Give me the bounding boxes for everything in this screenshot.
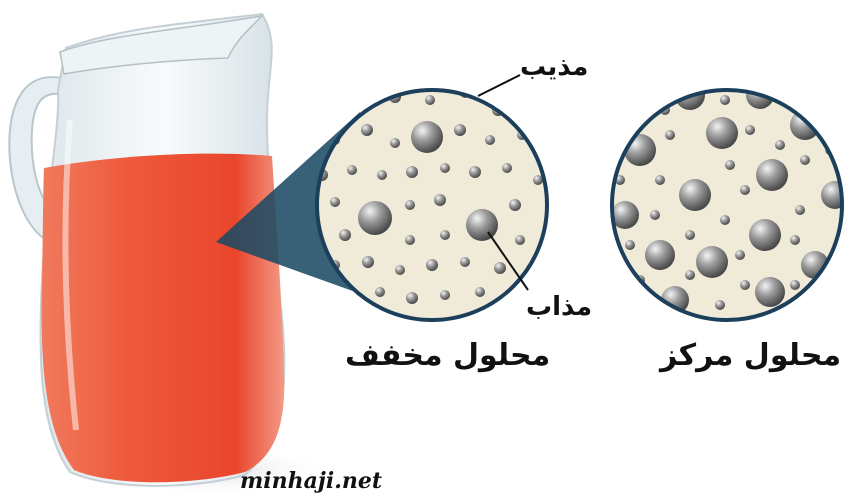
dilute-solution-circle: [316, 88, 547, 320]
red-liquid: [42, 154, 285, 483]
dilute-solution-title: محلول مخفف: [345, 338, 550, 373]
solvent-label: مذيب: [520, 52, 588, 82]
solvent-leader-line: [478, 75, 520, 96]
concentrated-solution-circle: [611, 80, 848, 320]
watermark: minhaji.net: [240, 468, 382, 494]
concentrated-solution-title: محلول مركز: [660, 338, 841, 373]
solute-label: مذاب: [526, 292, 592, 322]
